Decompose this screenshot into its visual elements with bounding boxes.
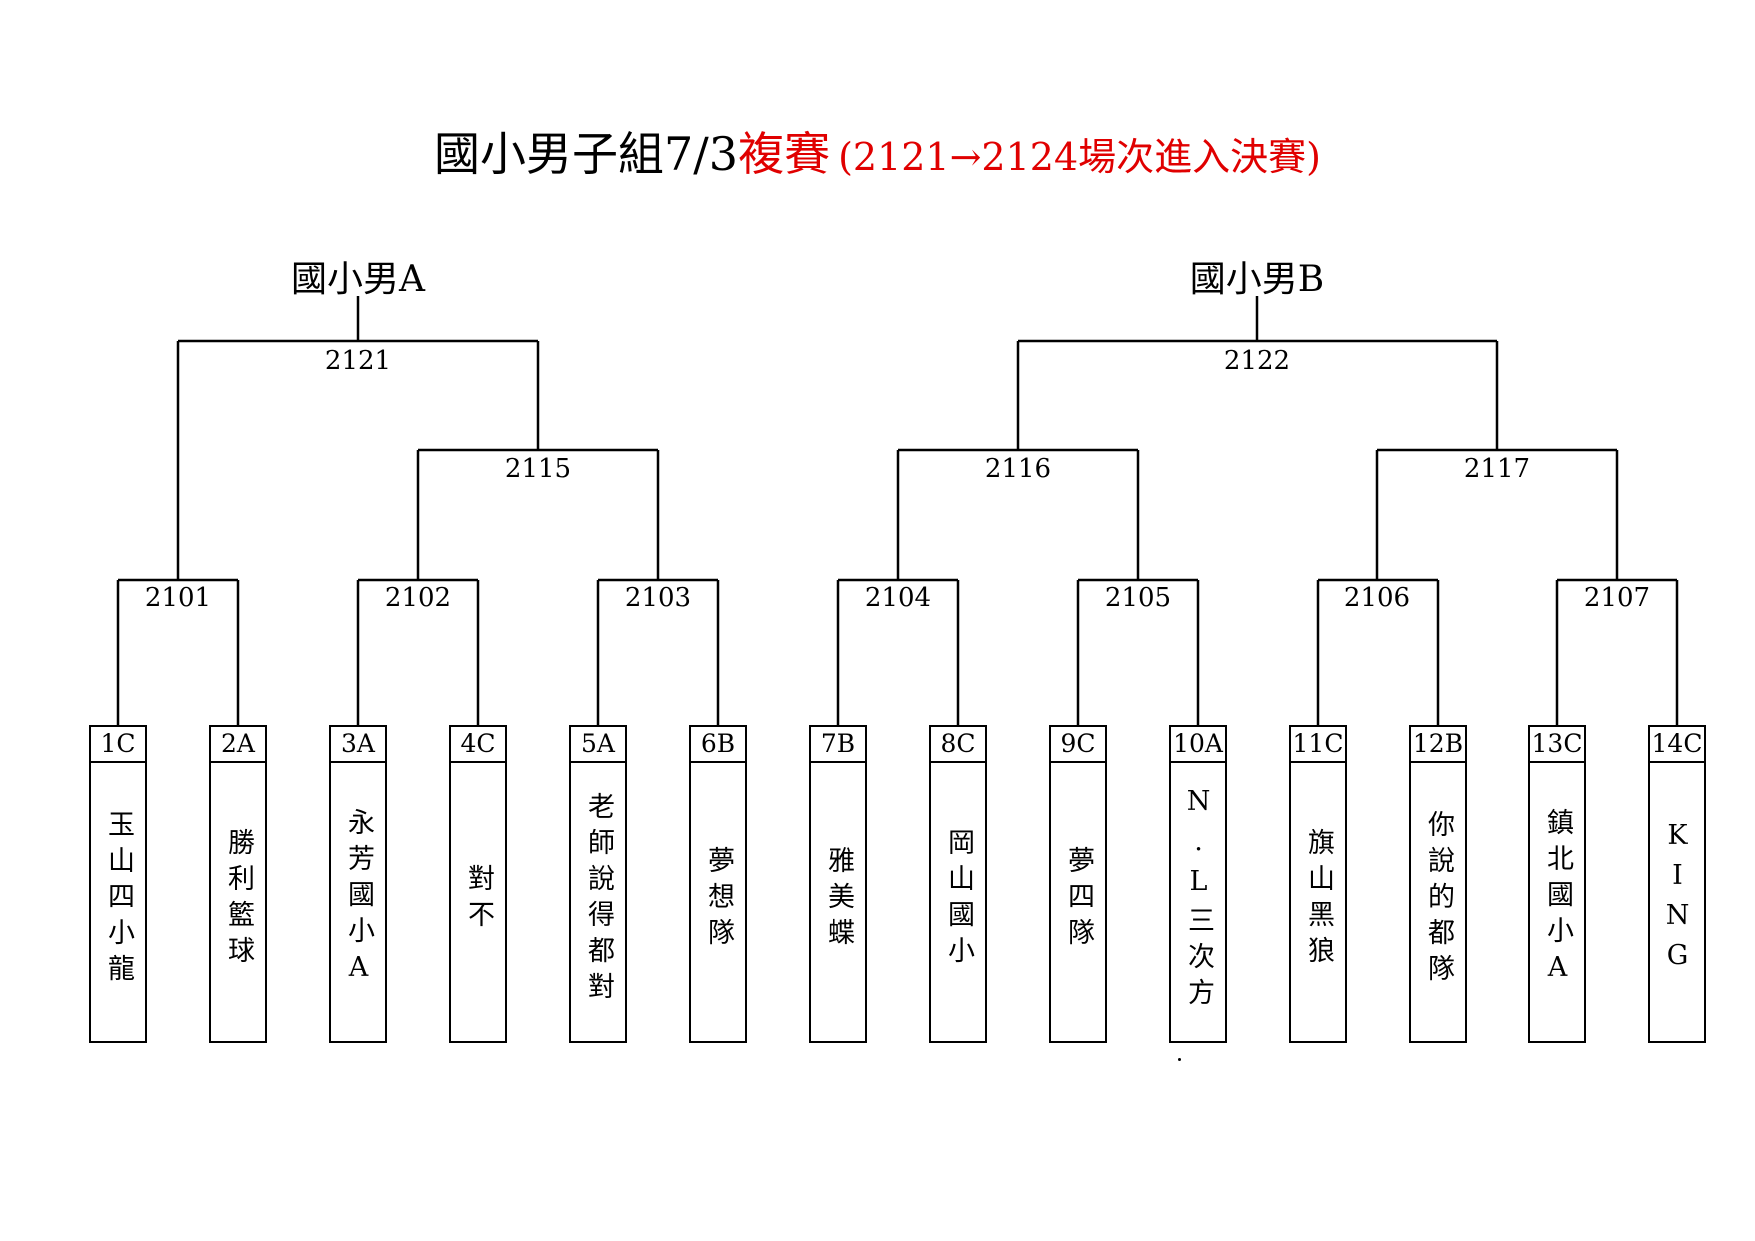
team-box: 2A 勝利籃球	[209, 725, 267, 1043]
title-note: (2121→2124場次進入決賽)	[838, 135, 1321, 179]
team-box: 8C 岡山國小	[929, 725, 987, 1043]
title-main: 國小男子組7/3	[434, 127, 739, 181]
team-box: 14C KING	[1648, 725, 1706, 1043]
group-title-a: 國小男A	[291, 259, 425, 300]
team-name: 夢想隊	[703, 846, 734, 954]
match-label-2121: 2121	[324, 346, 392, 376]
team-name: 對不	[463, 864, 494, 936]
team-code: 13C	[1530, 727, 1584, 763]
match-label-2102: 2102	[384, 583, 452, 613]
team-box: 10A N.L三次方	[1169, 725, 1227, 1043]
match-label-2117: 2117	[1463, 454, 1531, 484]
team-code: 6B	[691, 727, 745, 763]
team-name: 旗山黑狼	[1303, 828, 1334, 972]
stray-dot	[1178, 1058, 1181, 1061]
team-box: 5A 老師說得都對	[569, 725, 627, 1043]
match-label-2104: 2104	[864, 583, 932, 613]
team-box: 6B 夢想隊	[689, 725, 747, 1043]
team-code: 10A	[1171, 727, 1225, 763]
team-code: 3A	[331, 727, 385, 763]
team-name: 玉山四小龍	[103, 810, 134, 990]
team-code: 5A	[571, 727, 625, 763]
team-name: 雅美蝶	[823, 846, 854, 954]
team-code: 2A	[211, 727, 265, 763]
team-code: 1C	[91, 727, 145, 763]
team-box: 7B 雅美蝶	[809, 725, 867, 1043]
team-code: 14C	[1650, 727, 1704, 763]
match-label-2106: 2106	[1343, 583, 1411, 613]
match-label-2103: 2103	[624, 583, 692, 613]
team-name: N.L三次方	[1183, 786, 1214, 1014]
match-label-2116: 2116	[984, 454, 1052, 484]
team-box: 9C 夢四隊	[1049, 725, 1107, 1043]
team-name: 夢四隊	[1063, 846, 1094, 954]
team-code: 7B	[811, 727, 865, 763]
team-box: 12B 你說的都隊	[1409, 725, 1467, 1043]
match-label-2107: 2107	[1583, 583, 1651, 613]
team-name: 你說的都隊	[1423, 810, 1454, 990]
team-name: 鎮北國小A	[1542, 808, 1573, 992]
team-name: 永芳國小A	[343, 808, 374, 992]
team-code: 9C	[1051, 727, 1105, 763]
page-title: 國小男子組7/3 複賽 (2121→2124場次進入決賽)	[0, 118, 1755, 181]
team-name: KING	[1662, 820, 1693, 980]
team-name: 岡山國小	[943, 828, 974, 972]
team-box: 3A 永芳國小A	[329, 725, 387, 1043]
team-code: 4C	[451, 727, 505, 763]
team-name: 勝利籃球	[223, 828, 254, 972]
match-label-2101: 2101	[144, 583, 212, 613]
title-highlight: 複賽	[738, 127, 831, 181]
group-title-b: 國小男B	[1189, 259, 1325, 300]
team-code: 8C	[931, 727, 985, 763]
match-label-2122: 2122	[1223, 346, 1291, 376]
team-box: 1C 玉山四小龍	[89, 725, 147, 1043]
team-code: 11C	[1291, 727, 1345, 763]
match-label-2115: 2115	[504, 454, 572, 484]
team-box: 13C 鎮北國小A	[1528, 725, 1586, 1043]
team-box: 4C 對不	[449, 725, 507, 1043]
match-label-2105: 2105	[1104, 583, 1172, 613]
team-code: 12B	[1411, 727, 1465, 763]
team-box: 11C 旗山黑狼	[1289, 725, 1347, 1043]
team-name: 老師說得都對	[583, 792, 614, 1008]
